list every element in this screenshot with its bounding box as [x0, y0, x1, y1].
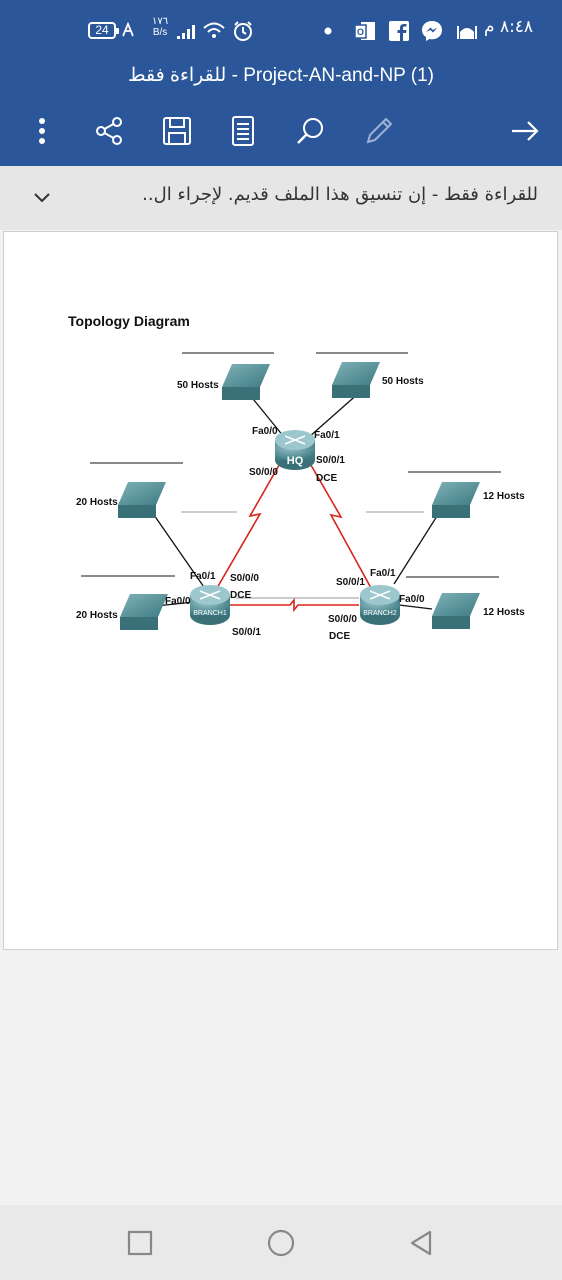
forward-arrow-icon[interactable]	[508, 114, 542, 148]
branch2-s001-label: S0/0/1	[336, 577, 365, 588]
search-icon[interactable]	[294, 114, 328, 148]
switch-hq-left	[222, 364, 270, 400]
router-branch2	[360, 585, 400, 625]
reference-lines	[181, 511, 424, 599]
network-speed-unit: B/s	[152, 27, 168, 38]
hosts-hq-left: 50 Hosts	[177, 380, 219, 391]
network-speed-value: ١٧٦	[152, 16, 169, 27]
back-icon[interactable]	[403, 1225, 439, 1261]
read-only-notice-text: للقراءة فقط - إن تنسيق هذا الملف قديم. ل…	[142, 184, 538, 205]
topology-diagram: Topology Diagram	[68, 313, 525, 642]
facebook-icon	[389, 21, 409, 41]
status-bar: 24 ١٧٦ B/s O ٨:٤٨ م	[0, 0, 562, 62]
hosts-b1-bottom: 20 Hosts	[76, 610, 118, 621]
toolbar	[0, 106, 562, 154]
switch-hq-right	[332, 362, 380, 398]
router-branch2-label: BRANCH2	[363, 610, 397, 617]
hosts-b2-bottom: 12 Hosts	[483, 607, 525, 618]
hq-fa00-label: Fa0/0	[252, 426, 278, 437]
branch2-s000-label: S0/0/0	[328, 614, 357, 625]
hq-s001-label: S0/0/1	[316, 455, 345, 466]
app-header: 24 ١٧٦ B/s O ٨:٤٨ م Project-AN-and-NP (1	[0, 0, 562, 166]
mosque-icon	[457, 26, 477, 39]
branch1-s000-label: S0/0/0	[230, 573, 259, 584]
switch-b2-top	[432, 482, 480, 518]
branch2-fa00-label: Fa0/0	[399, 594, 425, 605]
host-lines	[81, 352, 501, 578]
ethernet-links	[153, 391, 445, 610]
branch1-fa00-label: Fa0/0	[165, 596, 191, 607]
switch-b1-bottom	[120, 594, 168, 630]
data-saver-icon	[122, 22, 134, 37]
router-hq	[275, 430, 315, 470]
router-hq-label: HQ	[287, 455, 304, 467]
outlook-icon: O	[354, 22, 375, 40]
save-icon[interactable]	[160, 114, 194, 148]
recents-icon[interactable]	[122, 1225, 158, 1261]
navigation-bar	[0, 1205, 562, 1280]
reading-mode-icon[interactable]	[226, 114, 260, 148]
signal-icon	[177, 25, 195, 39]
battery-icon: 24	[88, 22, 119, 39]
router-branch1-label: BRANCH1	[193, 610, 227, 617]
hq-s000-label: S0/0/0	[249, 467, 278, 478]
home-icon[interactable]	[263, 1225, 299, 1261]
hq-fa01-label: Fa0/1	[314, 430, 340, 441]
read-only-notice-bar[interactable]: للقراءة فقط - إن تنسيق هذا الملف قديم. ل…	[0, 166, 562, 230]
messenger-icon	[422, 21, 442, 41]
clock-icon	[234, 21, 252, 41]
wifi-icon	[203, 22, 225, 38]
network-speed: ١٧٦ B/s	[152, 16, 168, 38]
notification-dot-icon	[324, 27, 332, 35]
share-icon[interactable]	[92, 114, 126, 148]
battery-level: 24	[95, 23, 109, 37]
router-branch1	[190, 585, 230, 625]
clock-time: ٨:٤٨ م	[484, 17, 534, 37]
branch1-fa01-label: Fa0/1	[190, 571, 216, 582]
more-options-icon[interactable]	[25, 114, 59, 148]
branch1-s001-label: S0/0/1	[232, 627, 261, 638]
document-page[interactable]: Topology Diagram	[3, 231, 558, 950]
branch2-dce-label: DCE	[329, 631, 350, 642]
switch-b2-bottom	[432, 593, 480, 629]
svg-text:O: O	[357, 27, 364, 37]
hosts-hq-right: 50 Hosts	[382, 376, 424, 387]
chevron-down-icon[interactable]	[30, 186, 54, 210]
hq-dce-label: DCE	[316, 473, 337, 484]
diagram-title: Topology Diagram	[68, 313, 190, 329]
hosts-b1-top: 20 Hosts	[76, 497, 118, 508]
document-title: Project-AN-and-NP (1) - للقراءة فقط	[128, 65, 434, 86]
branch2-fa01-label: Fa0/1	[370, 568, 396, 579]
hosts-b2-top: 12 Hosts	[483, 491, 525, 502]
branch1-dce-label: DCE	[230, 590, 251, 601]
switch-b1-top	[118, 482, 166, 518]
serial-links	[216, 459, 372, 613]
edit-icon[interactable]	[362, 114, 396, 148]
